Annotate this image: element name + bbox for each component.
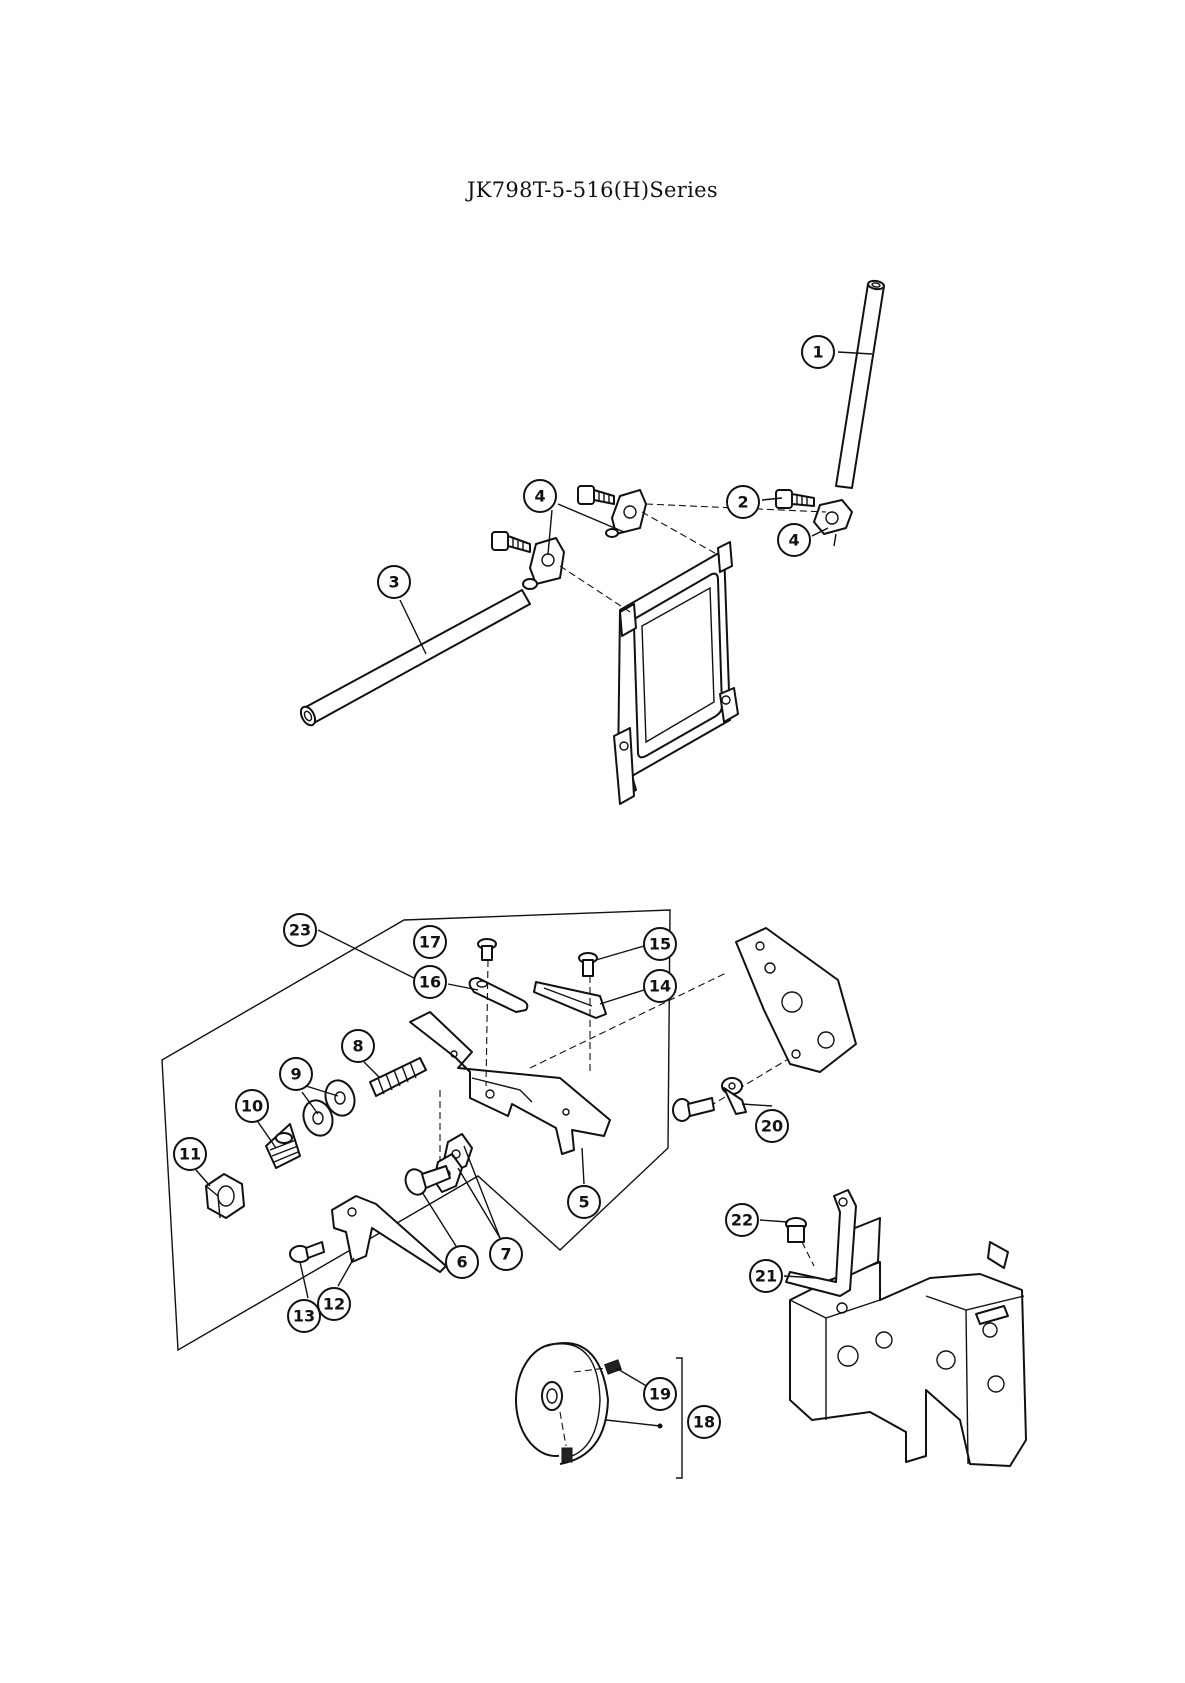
callout-18: 18 <box>688 1406 720 1438</box>
svg-text:9: 9 <box>290 1065 301 1084</box>
callout-3: 3 <box>378 566 410 598</box>
callout-23: 23 <box>284 914 316 946</box>
part-15-screw <box>579 953 597 976</box>
svg-text:3: 3 <box>388 573 399 592</box>
svg-text:1: 1 <box>812 343 823 362</box>
svg-text:2: 2 <box>737 493 748 512</box>
svg-text:22: 22 <box>731 1211 753 1230</box>
svg-text:20: 20 <box>761 1117 783 1136</box>
svg-text:5: 5 <box>578 1193 589 1212</box>
svg-text:13: 13 <box>293 1307 315 1326</box>
part-18-cam <box>516 1343 608 1464</box>
callout-9: 9 <box>280 1058 312 1090</box>
callout-17: 17 <box>414 926 446 958</box>
callout-20: 20 <box>756 1110 788 1142</box>
callout-15: 15 <box>644 928 676 960</box>
svg-text:19: 19 <box>649 1385 671 1404</box>
part-5-bracket <box>410 1012 610 1154</box>
svg-text:15: 15 <box>649 935 671 954</box>
clamp-screw-upper <box>578 486 614 504</box>
callout-13: 13 <box>288 1300 320 1332</box>
svg-text:10: 10 <box>241 1097 263 1116</box>
callout-16: 16 <box>414 966 446 998</box>
callout-10: 10 <box>236 1090 268 1122</box>
callout-21: 21 <box>750 1260 782 1292</box>
part-16-link <box>470 978 528 1012</box>
svg-text:18: 18 <box>693 1413 715 1432</box>
callout-14: 14 <box>644 970 676 1002</box>
callout-1: 1 <box>802 336 834 368</box>
callout-22: 22 <box>726 1204 758 1236</box>
svg-text:7: 7 <box>500 1245 511 1264</box>
part-3-rod <box>298 590 530 728</box>
svg-text:8: 8 <box>352 1037 363 1056</box>
part-11-nut <box>206 1174 244 1218</box>
svg-text:14: 14 <box>649 977 671 996</box>
callout-2: 2 <box>727 486 759 518</box>
svg-text:11: 11 <box>179 1145 201 1164</box>
part-14-plate <box>534 982 606 1018</box>
svg-text:12: 12 <box>323 1295 345 1314</box>
part-2-screw <box>776 490 814 508</box>
callout-4-right: 4 <box>778 524 810 556</box>
callout-8: 8 <box>342 1030 374 1062</box>
part-22-screw <box>786 1218 814 1266</box>
mounting-plate <box>736 928 856 1072</box>
svg-text:21: 21 <box>755 1267 777 1286</box>
frame-plate <box>614 542 738 804</box>
callout-6: 6 <box>446 1246 478 1278</box>
part-10-spring <box>266 1124 300 1168</box>
callout-12: 12 <box>318 1288 350 1320</box>
machine-block <box>790 1218 1026 1466</box>
part-6-pin <box>402 1166 450 1198</box>
svg-text:23: 23 <box>289 921 311 940</box>
part-20-screw <box>673 1078 746 1121</box>
callout-5: 5 <box>568 1186 600 1218</box>
part-1-rod <box>836 280 885 488</box>
svg-text:17: 17 <box>419 933 441 952</box>
callout-19: 19 <box>644 1378 676 1410</box>
svg-text:6: 6 <box>456 1253 467 1272</box>
svg-text:4: 4 <box>534 487 545 506</box>
part-17-screw <box>478 939 496 960</box>
clamp-screw-lower <box>492 532 530 552</box>
callout-7: 7 <box>490 1238 522 1270</box>
part-4-clamp-right <box>814 500 852 546</box>
callout-11: 11 <box>174 1138 206 1170</box>
svg-text:4: 4 <box>788 531 799 550</box>
part-18-bracket <box>676 1358 682 1478</box>
callout-4-upper: 4 <box>524 480 556 512</box>
part-12-lever <box>332 1196 446 1272</box>
svg-text:16: 16 <box>419 973 441 992</box>
part-13-screw <box>290 1242 324 1262</box>
